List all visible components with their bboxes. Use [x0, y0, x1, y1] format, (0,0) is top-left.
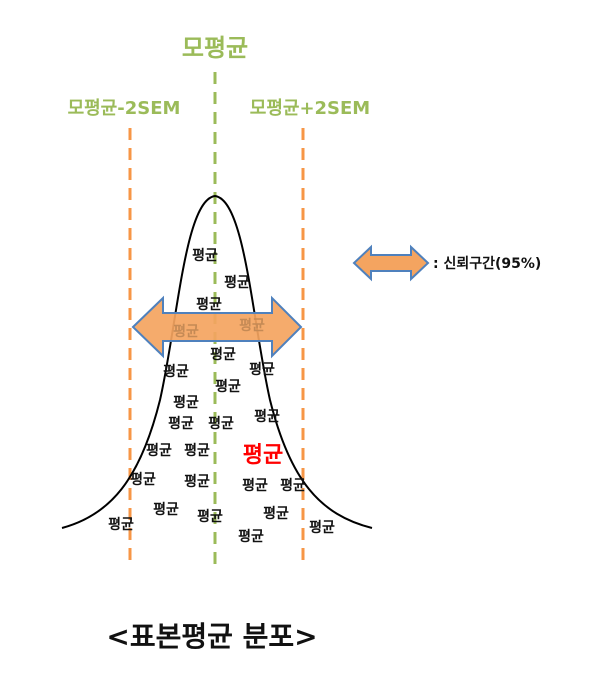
- upper-bound-label: 모평균+2SEM: [250, 98, 370, 119]
- sample-mean-label: 평균: [215, 378, 241, 395]
- sample-mean-label: 평균: [196, 296, 222, 313]
- sample-mean-label: 평균: [309, 519, 335, 536]
- sample-mean-label: 평균: [130, 471, 156, 488]
- confidence-interval-arrow: [131, 295, 303, 359]
- sample-mean-label: 평균: [263, 505, 289, 522]
- sample-mean-label: 평균: [184, 473, 210, 490]
- sample-mean-label: 평균: [254, 408, 280, 425]
- sample-mean-labels: 평균 평균 평균 평균 평균 평균 평균 평균 평균 평균 평균 평균 평균 평…: [108, 247, 335, 545]
- sample-mean-label: 평균: [108, 516, 134, 533]
- sample-mean-label: 평균: [192, 247, 218, 264]
- sample-mean-label: 평균: [146, 442, 172, 459]
- sample-mean-label: 평균: [184, 442, 210, 459]
- lower-bound-label: 모평균-2SEM: [68, 98, 181, 119]
- sample-mean-label: 평균: [163, 363, 189, 380]
- legend-label: : 신뢰구간(95%): [433, 255, 541, 272]
- population-mean-title: 모평균: [182, 34, 248, 62]
- sample-mean-label: 평균: [242, 477, 268, 494]
- legend-arrow-icon: [352, 244, 430, 282]
- sample-mean-label-under-arrow: 평균: [173, 323, 199, 340]
- sample-mean-label: 평균: [210, 346, 236, 363]
- highlighted-sample-mean-label: 평균: [243, 443, 283, 468]
- sample-mean-label: 평균: [197, 508, 223, 525]
- sample-mean-label: 평균: [280, 477, 306, 494]
- sample-mean-label: 평균: [224, 274, 250, 291]
- sample-mean-label: 평균: [249, 361, 275, 378]
- sample-mean-label: 평균: [238, 528, 264, 545]
- sample-mean-label-under-arrow: 평균: [239, 317, 265, 334]
- sample-mean-label: 평균: [173, 394, 199, 411]
- sample-mean-label: 평균: [208, 415, 234, 432]
- sample-mean-label: 평균: [153, 501, 179, 518]
- sample-mean-label: 평균: [168, 415, 194, 432]
- diagram-caption: <표본평균 분포>: [106, 620, 317, 653]
- normal-distribution-curve: [61, 194, 373, 529]
